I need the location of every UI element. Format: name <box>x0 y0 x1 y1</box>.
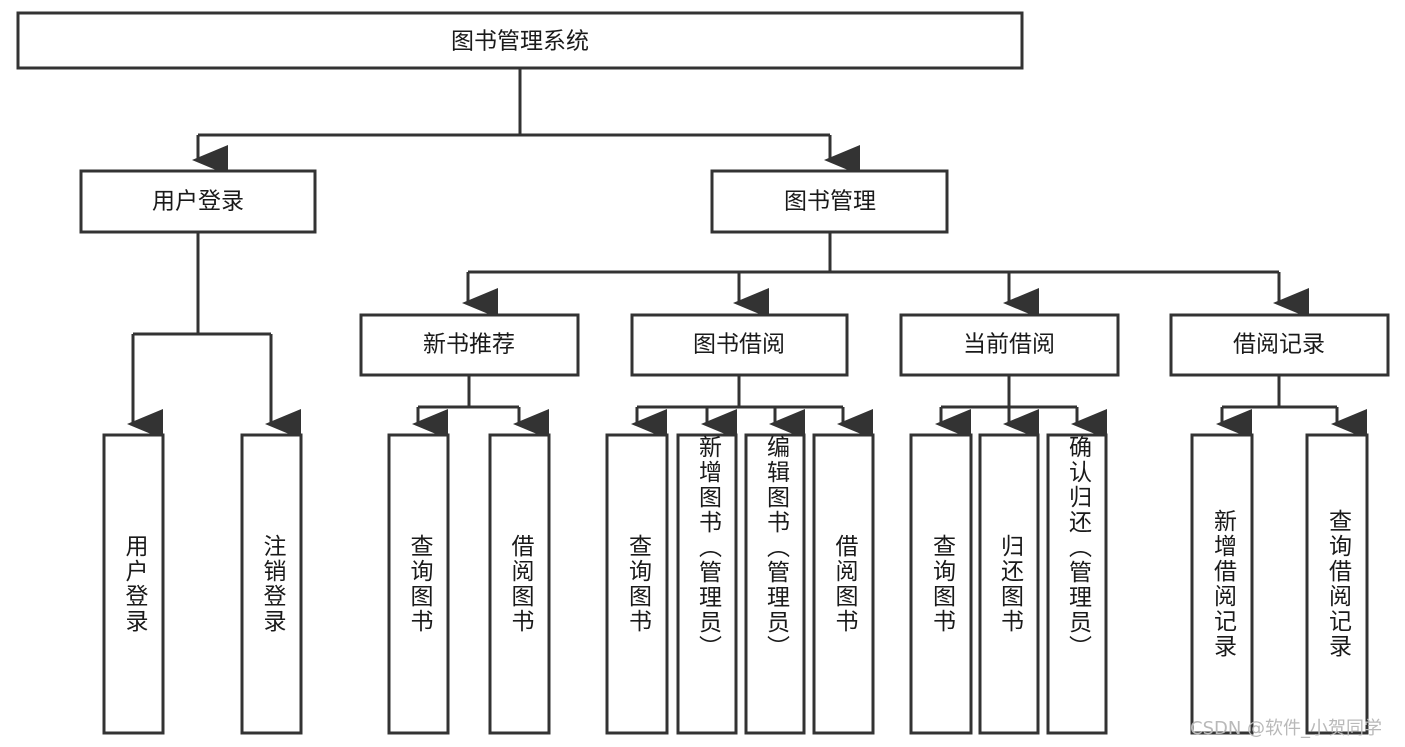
connector-current-borrow-to-leaves <box>935 375 1107 439</box>
connector-new-book-recommend-to-leaves <box>412 375 549 439</box>
leaf-box-query-book-borrow[interactable] <box>605 433 669 735</box>
node-user-login-box[interactable] <box>79 169 317 234</box>
leaf-box-return-book[interactable] <box>978 433 1040 735</box>
node-root[interactable]: 图书管理系统 <box>16 11 1024 70</box>
node-current-borrow[interactable]: 当前借阅 <box>899 313 1120 377</box>
node-new-book-recommend[interactable]: 新书推荐 <box>359 313 580 377</box>
leaf-box-query-borrow-record[interactable] <box>1305 433 1369 735</box>
connector-book-management-to-level3 <box>462 232 1309 318</box>
leaf-box-add-book-admin[interactable] <box>676 433 738 735</box>
leaf-box-user-login[interactable] <box>102 433 165 735</box>
leaf-box-borrow-book-new[interactable] <box>488 433 551 735</box>
node-book-borrow-label: 图书借阅 <box>693 332 785 358</box>
leaf-box-edit-book-admin[interactable] <box>744 433 806 735</box>
node-user-login-label: 用户登录 <box>152 189 244 215</box>
leaf-box-query-book-current[interactable] <box>909 433 973 735</box>
connector-root-to-level2 <box>192 68 860 175</box>
leaf-box-query-book-new[interactable] <box>387 433 450 735</box>
node-book-management-label: 图书管理 <box>784 189 876 215</box>
node-user-login[interactable]: 用户登录 <box>79 169 317 234</box>
leaf-box-add-borrow-record[interactable] <box>1190 433 1254 735</box>
node-root-box[interactable] <box>16 11 1024 70</box>
node-current-borrow-box[interactable] <box>899 313 1120 377</box>
node-book-borrow[interactable]: 图书借阅 <box>630 313 849 377</box>
csdn-watermark: CSDN @软件_小贺同学 <box>1190 718 1383 739</box>
node-root-label: 图书管理系统 <box>451 29 589 55</box>
node-borrow-record-label: 借阅记录 <box>1233 332 1325 358</box>
connector-borrow-record-to-leaves <box>1216 375 1367 439</box>
node-book-management[interactable]: 图书管理 <box>710 169 949 234</box>
node-new-book-recommend-label: 新书推荐 <box>423 332 515 358</box>
node-new-book-recommend-box[interactable] <box>359 313 580 377</box>
leaf-box-borrow-book[interactable] <box>812 433 875 735</box>
leaf-box-confirm-return-admin[interactable] <box>1046 433 1108 735</box>
node-borrow-record[interactable]: 借阅记录 <box>1169 313 1390 377</box>
leaf-box-logout[interactable] <box>240 433 303 735</box>
connector-user-login-to-leaves <box>127 232 301 439</box>
node-current-borrow-label: 当前借阅 <box>963 332 1055 358</box>
connector-book-borrow-to-leaves <box>631 375 873 439</box>
